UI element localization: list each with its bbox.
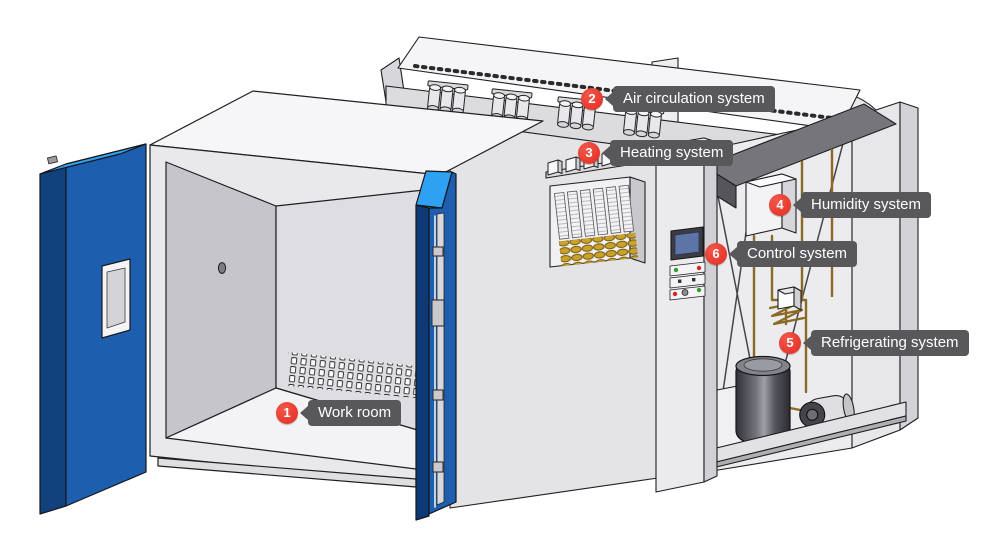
control-column [655, 137, 718, 493]
callout-refrigerating-system: 5 Refrigerating system [779, 330, 969, 356]
callout-badge-4: 4 [769, 194, 791, 216]
fin-heaters [554, 184, 639, 267]
callout-pointer [605, 92, 613, 106]
left-door-side [39, 163, 67, 515]
door-lock-rail [431, 212, 445, 508]
solenoid-valve [777, 286, 802, 311]
callout-badge-1: 1 [276, 402, 298, 424]
control-buttons [669, 261, 706, 301]
latch [432, 246, 444, 257]
callout-label-humidity-system: Humidity system [801, 192, 932, 218]
right-door-side [415, 204, 430, 521]
callout-control-system: 6 Control system [705, 241, 858, 267]
control-screen [670, 226, 704, 261]
callout-heating-system: 3 Heating system [578, 140, 734, 166]
chamber-interior [165, 161, 425, 471]
callout-badge-6: 6 [705, 243, 727, 265]
vent-holes [288, 352, 416, 398]
callout-badge-2: 2 [581, 88, 603, 110]
fan-motor [799, 393, 855, 429]
callout-badge-3: 3 [578, 142, 600, 164]
callout-pointer [793, 198, 801, 212]
callout-pointer [729, 247, 737, 261]
callout-label-work-room: Work room [308, 400, 402, 426]
left-door [39, 143, 147, 515]
left-door-top-edge [39, 143, 147, 175]
callout-label-control-system: Control system [737, 241, 858, 267]
callout-work-room: 1 Work room [276, 400, 402, 426]
callout-pointer [602, 146, 610, 160]
heater-coils [558, 232, 639, 267]
wall-hole [217, 262, 227, 274]
handle [431, 299, 445, 327]
callout-humidity-system: 4 Humidity system [769, 192, 932, 218]
right-panel [851, 101, 901, 449]
callout-label-air-circulation-system: Air circulation system [613, 86, 775, 112]
right-door-top-edge [415, 170, 453, 209]
latch [432, 461, 444, 473]
right-door [415, 170, 457, 521]
callout-air-circulation-system: 2 Air circulation system [581, 86, 775, 112]
callout-label-heating-system: Heating system [610, 140, 734, 166]
hinge [46, 155, 58, 165]
callout-badge-5: 5 [779, 332, 801, 354]
callout-label-refrigerating-system: Refrigerating system [811, 330, 969, 356]
callout-pointer [803, 336, 811, 350]
callout-pointer [300, 406, 308, 420]
door-window [101, 258, 131, 339]
compressor [735, 355, 791, 445]
latch [432, 389, 444, 401]
